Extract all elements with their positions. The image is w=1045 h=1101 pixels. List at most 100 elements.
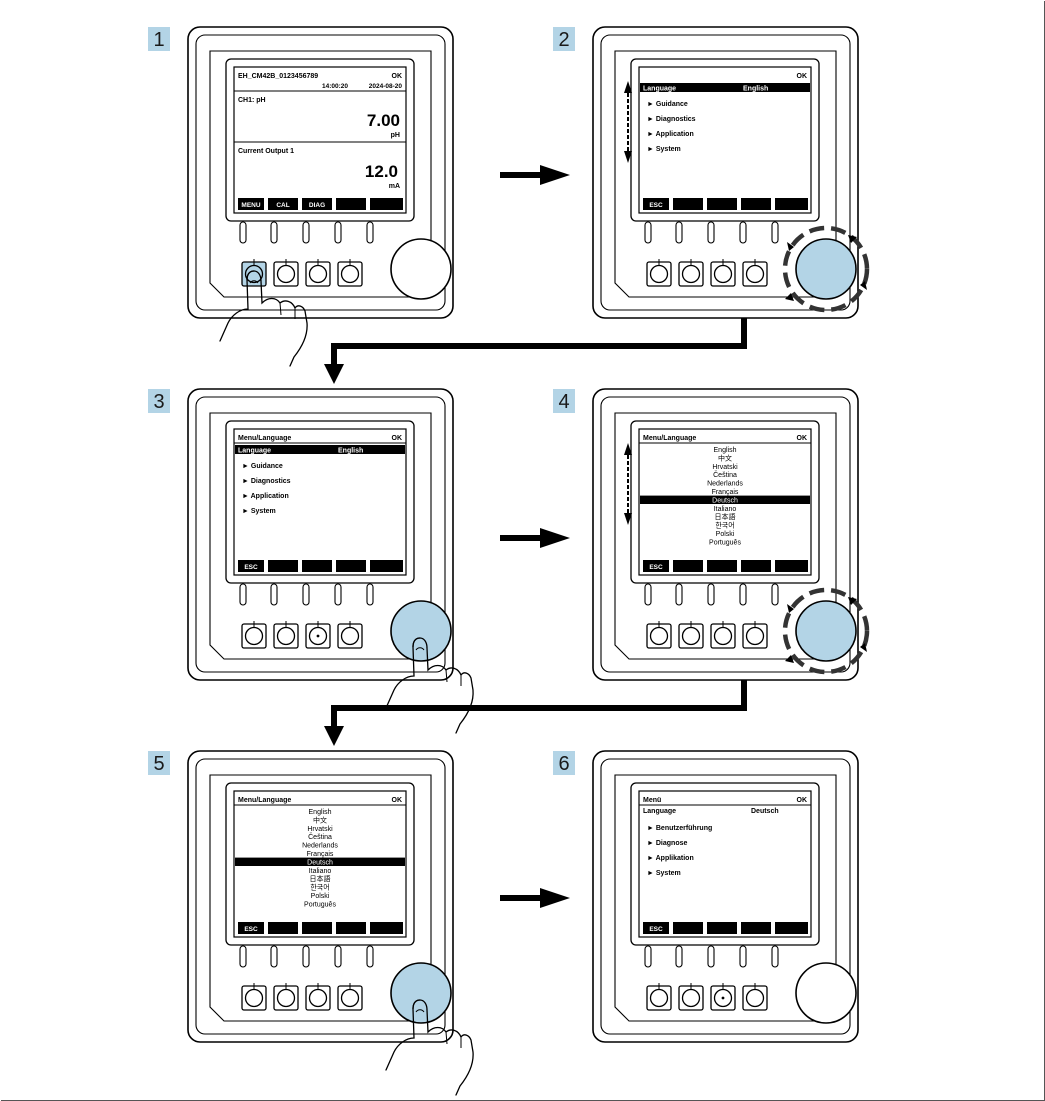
rotate-arrowhead-icon	[785, 655, 794, 663]
hand-pressing-knob-icon	[385, 637, 474, 734]
softkey-label-2	[673, 560, 703, 572]
led-indicator	[302, 221, 310, 244]
softkey-2[interactable]	[678, 621, 704, 649]
fingertip	[412, 999, 428, 1011]
softkey-label-bg	[370, 198, 403, 210]
finger-knuckles	[445, 1031, 462, 1048]
softkey-1[interactable]	[646, 983, 672, 1011]
device-housing-inner	[600, 758, 851, 1035]
navigator-knob[interactable]	[795, 962, 857, 1024]
softkey-4[interactable]	[742, 983, 768, 1011]
softkey-4[interactable]	[337, 983, 363, 1011]
softkey-2[interactable]	[678, 983, 704, 1011]
softkey-2[interactable]	[273, 983, 299, 1011]
led-indicator	[239, 583, 247, 606]
softkey-4[interactable]	[742, 621, 768, 649]
language-option: 日本語	[310, 874, 331, 883]
connector-4-to-5	[324, 680, 747, 746]
display-bezel	[630, 58, 820, 222]
navigator-knob[interactable]	[390, 962, 452, 1024]
softkey-3[interactable]	[710, 259, 736, 287]
selected-row-bg	[640, 83, 810, 92]
language-label: Language	[643, 86, 676, 93]
softkey-label-text: DIAG	[309, 202, 325, 209]
softkey-2[interactable]	[273, 259, 299, 287]
device-housing-inner	[195, 34, 446, 311]
softkey-ring-icon	[308, 988, 328, 1008]
softkey-label-5	[370, 922, 403, 934]
softkey-1[interactable]	[646, 259, 672, 287]
language-option: Polski	[311, 893, 330, 900]
language-option: 日本語	[715, 512, 736, 521]
softkey-label-1: ESC	[643, 198, 669, 210]
navigator-knob[interactable]	[782, 587, 870, 675]
softkey-label-bg	[336, 198, 366, 210]
softkey-1[interactable]	[241, 259, 267, 287]
softkey-3[interactable]	[710, 983, 736, 1011]
language-option: English	[714, 447, 737, 454]
softkey-4[interactable]	[337, 621, 363, 649]
display-bezel	[225, 58, 415, 222]
step-badge-bg	[148, 751, 170, 775]
arrow-shaft	[500, 895, 544, 901]
screen-title: Menu/Language	[643, 435, 696, 442]
softkey-ring-icon	[745, 264, 765, 284]
softkey-3[interactable]	[305, 983, 331, 1011]
led-indicator	[302, 583, 310, 606]
softkey-4[interactable]	[337, 259, 363, 287]
display-bezel	[225, 420, 415, 584]
softkey-label-bg	[741, 922, 771, 934]
rotate-arrowhead-icon	[860, 643, 867, 652]
navigator-knob[interactable]	[390, 600, 452, 662]
softkey-3[interactable]	[305, 259, 331, 287]
softkey-1[interactable]	[241, 621, 267, 649]
ph-value: 7.00	[367, 111, 400, 130]
step-number: 1	[153, 29, 164, 51]
softkey-2[interactable]	[273, 621, 299, 649]
arrow-right-icon	[540, 165, 570, 185]
softkey-label-4	[741, 198, 771, 210]
softkey-label-2	[673, 198, 703, 210]
knob-body	[390, 238, 452, 300]
scroll-updown-arrow-icon	[624, 443, 632, 525]
device-housing-inner	[195, 396, 446, 673]
softkey-ring-icon	[713, 626, 733, 646]
softkey-3[interactable]	[710, 621, 736, 649]
led-indicator	[334, 945, 342, 968]
ok-indicator: OK	[392, 435, 403, 442]
led-indicator	[675, 221, 683, 244]
softkey-1[interactable]	[241, 983, 267, 1011]
softkey-3[interactable]	[305, 621, 331, 649]
menu-item: ► Diagnose	[647, 840, 687, 847]
led-indicator	[739, 221, 747, 244]
navigator-knob[interactable]	[390, 238, 452, 300]
language-label: Language	[643, 808, 676, 815]
fingertip	[246, 270, 262, 282]
finger-knuckles	[445, 669, 462, 686]
arrow-1-to-2	[500, 165, 570, 185]
menu-item: ► Diagnostics	[242, 478, 291, 485]
softkey-label-text: ESC	[649, 564, 663, 571]
menu-item: ► System	[647, 146, 681, 153]
softkey-2[interactable]	[678, 259, 704, 287]
step-badge: 5	[148, 751, 170, 775]
softkey-label-bg	[741, 198, 771, 210]
softkey-4[interactable]	[742, 259, 768, 287]
arrow-5-to-6	[500, 888, 570, 908]
softkey-1[interactable]	[646, 621, 672, 649]
language-option: Italiano	[309, 868, 332, 875]
scroll-updown-arrow-icon	[624, 81, 632, 163]
softkey-label-bg	[370, 560, 403, 572]
softkey-ring-icon	[713, 264, 733, 284]
softkey-label-3	[302, 922, 332, 934]
arrow-down-icon	[324, 364, 344, 384]
softkey-ring-icon	[244, 626, 264, 646]
navigator-knob[interactable]	[782, 225, 870, 313]
softkey-ring-icon	[340, 988, 360, 1008]
softkey-label-3	[707, 198, 737, 210]
language-option: Nederlands	[302, 843, 338, 850]
